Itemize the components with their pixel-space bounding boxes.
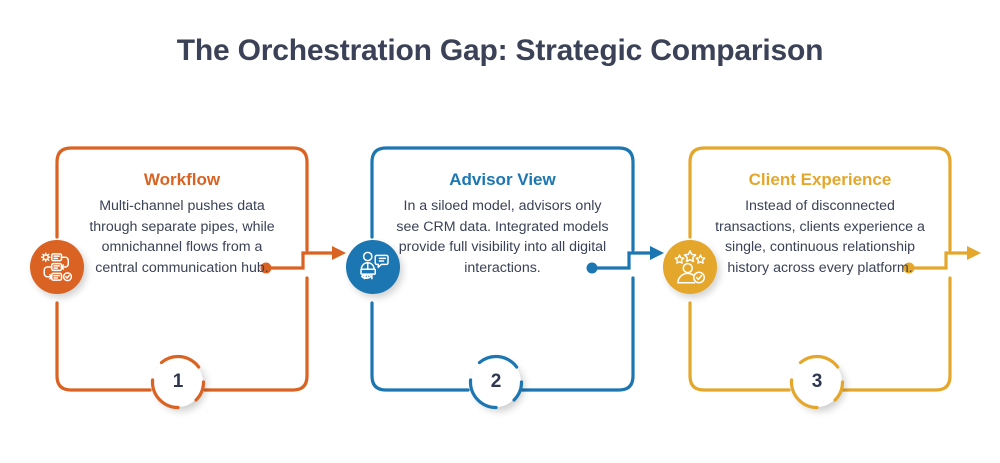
card-body-1: Multi-channel pushes data through separa… (89, 198, 275, 276)
icon-badge-client (663, 240, 717, 294)
card-heading-1: Workflow (143, 170, 221, 189)
icon-badge-workflow (30, 240, 84, 294)
number-badge-3: 3 (789, 354, 845, 410)
card-heading-2: Advisor View (449, 170, 556, 189)
advisor-presenter-icon (360, 251, 389, 280)
number-badge-value-3: 3 (811, 371, 823, 392)
workflow-process-icon (40, 252, 73, 282)
card-body-3: Instead of disconnected transactions, cl… (715, 198, 925, 276)
number-badge-value-2: 2 (490, 371, 502, 392)
number-badge-2: 2 (468, 354, 524, 410)
page-title: The Orchestration Gap: Strategic Compari… (176, 34, 824, 67)
number-badge-disc-2 (471, 357, 521, 407)
number-badge-disc-3 (792, 357, 842, 407)
card-heading-3: Client Experience (748, 170, 892, 189)
client-rating-icon (674, 250, 706, 284)
card-body-2: In a siloed model, advisors only see CRM… (396, 198, 609, 276)
number-badge-1: 1 (150, 354, 206, 410)
number-badge-disc-1 (153, 357, 203, 407)
number-badge-value-1: 1 (172, 371, 184, 392)
icon-badge-advisor (346, 240, 400, 294)
